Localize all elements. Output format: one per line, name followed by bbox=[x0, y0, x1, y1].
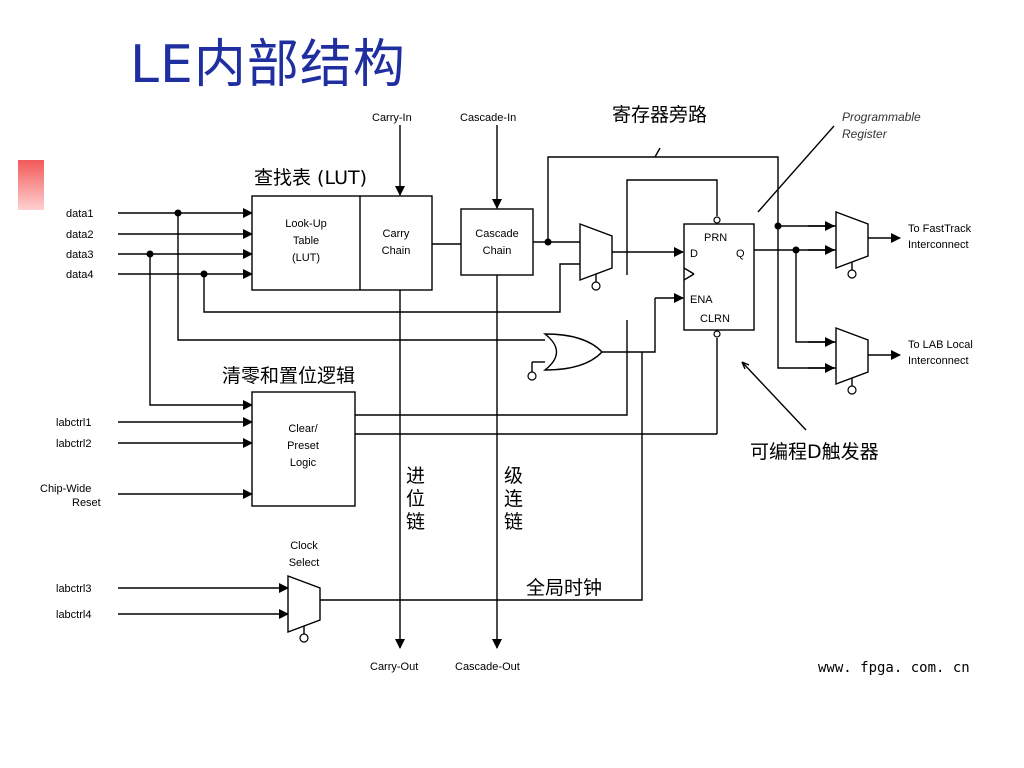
label-cascade-chain-v-3: 链 bbox=[504, 511, 523, 533]
label-cascade-1: Cascade bbox=[475, 228, 518, 240]
label-prn: PRN bbox=[704, 232, 727, 244]
label-clear-2: Preset bbox=[287, 440, 319, 452]
label-fasttrack-2: Interconnect bbox=[908, 239, 969, 251]
label-global-clock: 全局时钟 bbox=[526, 577, 602, 599]
label-dff: 可编程D触发器 bbox=[750, 441, 879, 463]
label-clrn: CLRN bbox=[700, 313, 730, 325]
clear-preset-block bbox=[251, 391, 356, 507]
label-data3: data3 bbox=[66, 249, 94, 261]
wire-register-bypass bbox=[547, 156, 779, 242]
lut-block bbox=[251, 195, 433, 291]
wire-data1-branch bbox=[177, 213, 545, 341]
register-block bbox=[683, 223, 755, 331]
label-cascade-out: Cascade-Out bbox=[455, 661, 520, 673]
label-register-bypass: 寄存器旁路 bbox=[612, 104, 707, 126]
label-ena: ENA bbox=[690, 294, 713, 306]
label-lut-3: (LUT) bbox=[292, 252, 320, 264]
label-lut-caption: 查找表 (LUT) bbox=[254, 167, 367, 189]
label-clear-3: Logic bbox=[290, 457, 317, 469]
cascade-block bbox=[460, 208, 534, 276]
label-cascade-chain-v-2: 连 bbox=[504, 488, 523, 510]
label-carry-chain-v-2: 位 bbox=[406, 488, 425, 510]
label-lut-2: Table bbox=[293, 235, 319, 247]
label-fasttrack-1: To FastTrack bbox=[908, 223, 972, 235]
label-labctrl4: labctrl4 bbox=[56, 609, 91, 621]
label-clock-2: Select bbox=[289, 557, 320, 569]
label-carry-chain-v-3: 链 bbox=[406, 511, 425, 533]
label-lab-local-1: To LAB Local bbox=[908, 339, 973, 351]
label-carry-1: Carry bbox=[383, 228, 410, 240]
label-cascade-in: Cascade-In bbox=[460, 112, 516, 124]
label-d: D bbox=[690, 248, 698, 260]
accent-bar bbox=[18, 160, 44, 210]
label-labctrl1: labctrl1 bbox=[56, 417, 91, 429]
clock-select-mux bbox=[287, 574, 321, 634]
label-cascade-chain-v-1: 级 bbox=[504, 465, 523, 487]
wire-data3-branch bbox=[149, 254, 253, 410]
label-carry-chain-v-1: 进 bbox=[406, 465, 425, 487]
label-labctrl3: labctrl3 bbox=[56, 583, 91, 595]
label-chip-wide: Chip-Wide bbox=[40, 483, 91, 495]
label-carry-2: Chain bbox=[382, 245, 411, 257]
label-lab-local-2: Interconnect bbox=[908, 355, 969, 367]
label-reset: Reset bbox=[72, 497, 101, 509]
label-clock-1: Clock bbox=[290, 540, 318, 552]
label-lut-1: Look-Up bbox=[285, 218, 327, 230]
wire-data4-branch bbox=[203, 263, 580, 313]
fasttrack-mux bbox=[835, 210, 869, 270]
label-data4: data4 bbox=[66, 269, 94, 281]
label-data1: data1 bbox=[66, 208, 94, 220]
label-cascade-2: Chain bbox=[483, 245, 512, 257]
slide-title: LE内部结构 bbox=[130, 35, 406, 95]
label-clear-caption: 清零和置位逻辑 bbox=[222, 365, 355, 387]
label-programmable: Programmable bbox=[842, 110, 921, 124]
lab-local-mux bbox=[835, 326, 869, 386]
label-clear-1: Clear/ bbox=[288, 423, 318, 435]
bypass-mux bbox=[579, 222, 613, 282]
label-website: www. fpga. com. cn bbox=[818, 660, 970, 676]
label-carry-out: Carry-Out bbox=[370, 661, 418, 673]
label-data2: data2 bbox=[66, 229, 94, 241]
label-q: Q bbox=[736, 248, 745, 260]
label-labctrl2: labctrl2 bbox=[56, 438, 91, 450]
or-gate bbox=[542, 333, 603, 371]
label-register: Register bbox=[842, 127, 888, 141]
label-carry-in: Carry-In bbox=[372, 112, 412, 124]
